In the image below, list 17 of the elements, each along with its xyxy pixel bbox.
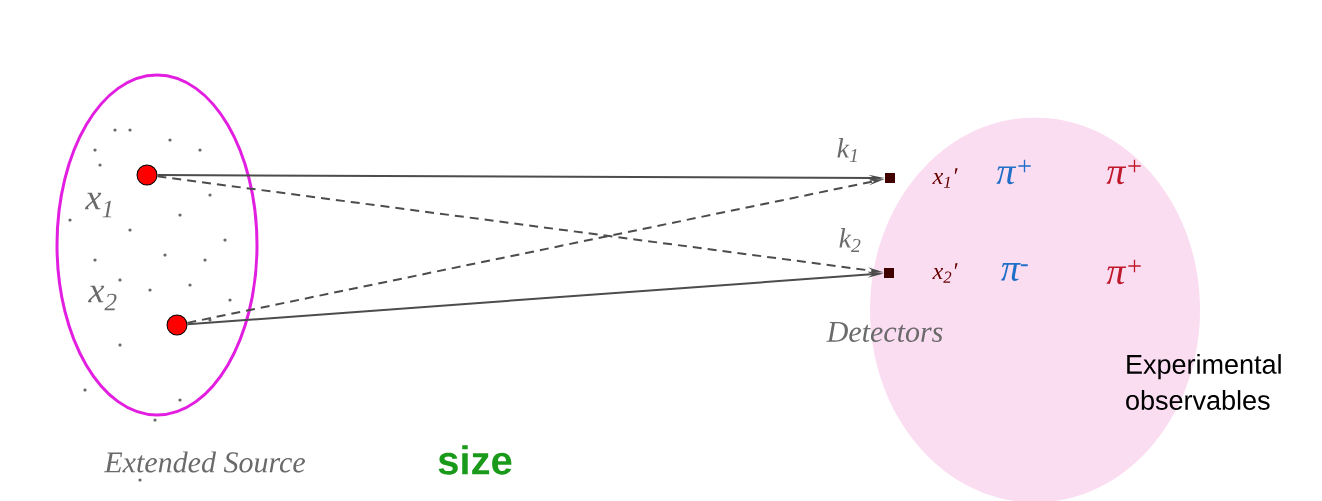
point-label: x$_{2}$ — [88, 285, 117, 311]
size-label: size — [438, 445, 512, 475]
pion-label: π$^{+}$ — [996, 159, 1031, 185]
point-label: x$_{1}$′ — [932, 168, 958, 188]
pion-label: π$^{+}$ — [1106, 159, 1141, 185]
pion-label: π$^{+}$ — [1106, 259, 1141, 285]
observables-label: Experimental observables — [1126, 354, 1281, 410]
point-label: x$_{2}$′ — [932, 263, 958, 283]
pion-label: π$^{-}$ — [1001, 263, 1028, 281]
detector-square — [885, 173, 895, 183]
detectors-label: Detectors — [826, 322, 943, 342]
dot — [166, 314, 188, 336]
edge-label: k$_{2}$ — [839, 228, 861, 252]
point-label: x$_{1}$ — [85, 192, 112, 218]
dot — [136, 164, 158, 186]
edge-label: k$_{1}$ — [837, 138, 857, 162]
source-label: Extended Source — [104, 451, 305, 473]
